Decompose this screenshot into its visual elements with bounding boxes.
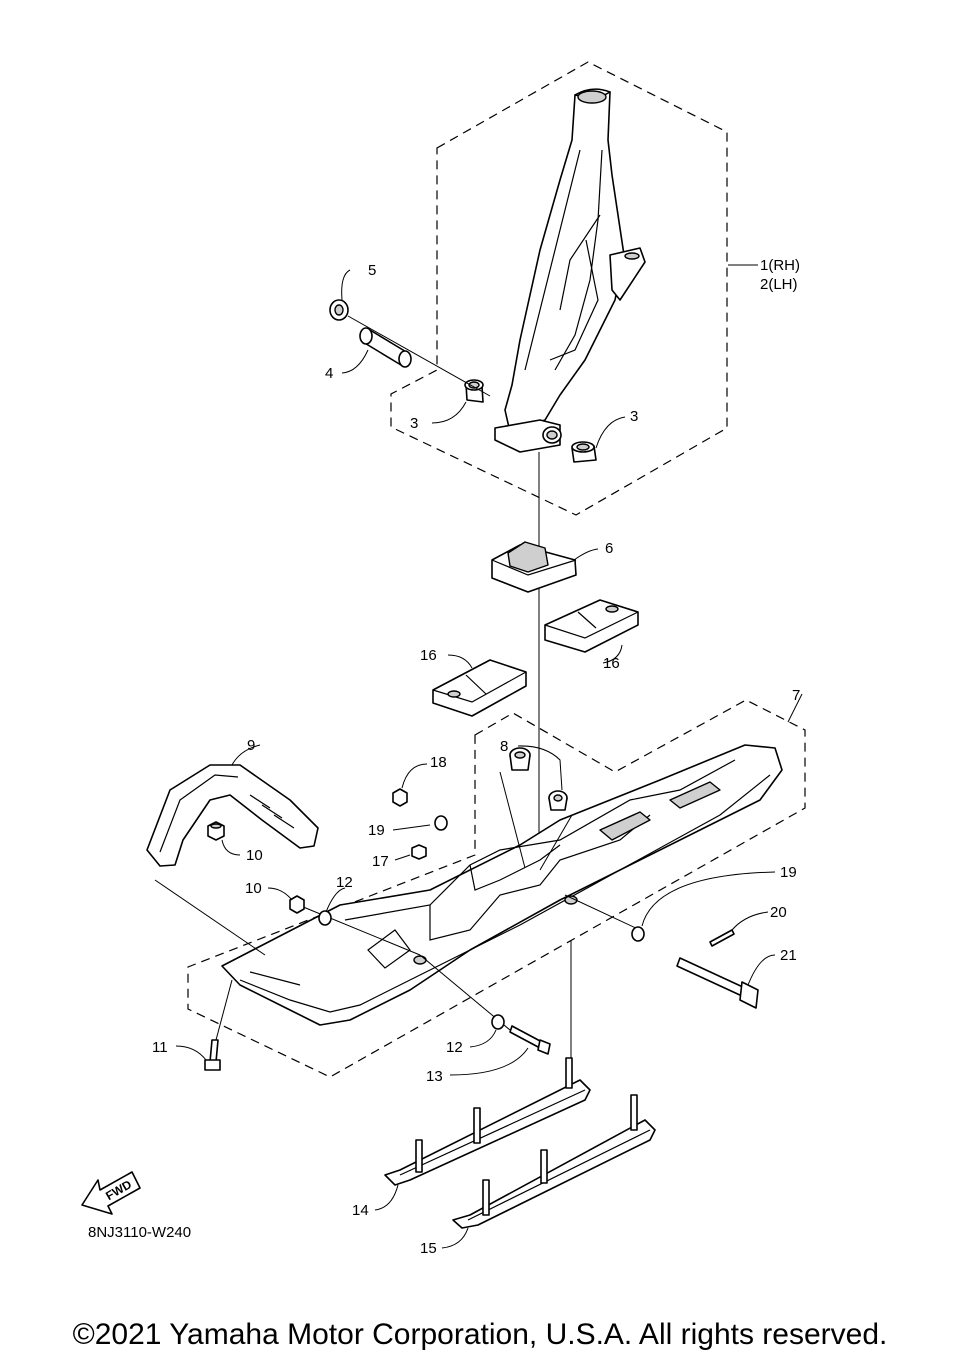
callout-8: 8 [500,738,508,755]
copyright-notice: ©2021 Yamaha Motor Corporation, U.S.A. A… [72,1318,888,1351]
callouts: 1(RH) 2(LH) 3 3 4 5 6 7 8 9 10 10 11 12 … [152,257,800,1257]
runner-15 [452,1094,656,1229]
cotter-pin-20 [709,929,735,947]
callout-11: 11 [152,1039,168,1056]
nut-10-lower [289,895,305,914]
pad-16-left [432,659,527,717]
spindle-group-boundary [390,61,728,516]
spindle [494,88,646,453]
callout-17: 17 [372,853,389,870]
callout-12-lower: 12 [446,1039,463,1056]
bolt-axis-11 [215,979,233,1041]
damper-8-left [509,747,531,771]
callout-5: 5 [368,262,376,279]
pad-16-right [544,599,639,653]
callout-1: 1(RH) [760,257,800,274]
washer-19-upper [434,815,448,831]
nut-axis-10 [295,903,421,956]
ski-group-boundary [187,699,806,1078]
washer-19-lower [631,926,645,942]
callout-20: 20 [770,904,787,921]
callout-10-lower: 10 [245,880,262,897]
callout-19-upper: 19 [368,822,385,839]
callout-12-upper: 12 [336,874,353,891]
bolt-axis-19 [564,894,641,931]
fwd-arrow-icon: FWD [81,1171,141,1215]
callout-19-lower: 19 [780,864,797,881]
damper-axis-a [499,771,526,869]
pivot-axis [347,315,491,397]
nut-18 [392,788,408,807]
callout-15: 15 [420,1240,437,1257]
nut-17 [411,844,427,860]
callout-3-right: 3 [630,408,638,425]
callout-2: 2(LH) [760,276,798,293]
washer-5 [329,299,349,321]
collar-4 [359,327,412,368]
callout-4: 4 [325,365,333,382]
bushing-3-left [464,379,484,403]
ski-7 [221,744,783,1026]
callout-10-upper: 10 [246,847,263,864]
callout-18: 18 [430,754,447,771]
damper-8-right [548,790,568,811]
bushing-3-right [571,441,597,463]
bolt-11 [204,1039,221,1071]
runner-14 [384,1057,591,1186]
callout-14: 14 [352,1202,369,1219]
callout-6: 6 [605,540,613,557]
callout-3-left: 3 [410,415,418,432]
handle-9 [146,764,319,867]
callout-16-left: 16 [420,647,437,664]
bolt-21 [676,957,759,1009]
callout-13: 13 [426,1068,443,1085]
callout-9: 9 [247,737,255,754]
bolt-13 [509,1025,551,1055]
washer-12-lower [491,1014,505,1030]
callout-21: 21 [780,947,797,964]
washer-12-upper [318,910,332,926]
handle-axis [154,879,266,956]
callout-7: 7 [792,687,800,704]
callout-16-right: 16 [603,655,620,672]
damper-axis-b [539,814,573,871]
saddle-6 [491,541,577,593]
leader-lines [175,264,803,1249]
nut-10-upper [207,821,225,841]
drawing-code: 8NJ3110-W240 [88,1224,191,1241]
